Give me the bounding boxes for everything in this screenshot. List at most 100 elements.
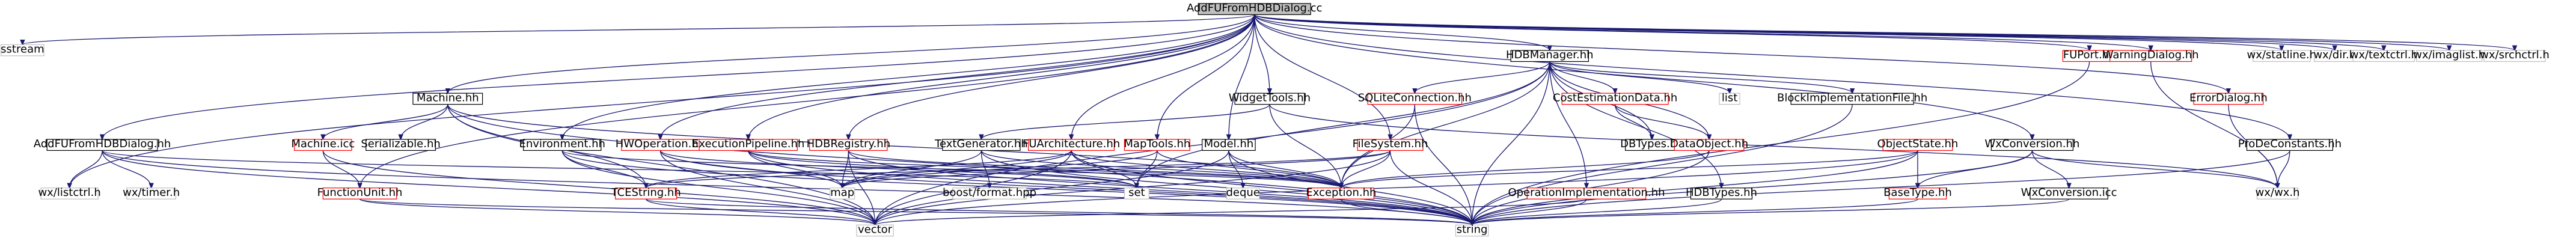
node-label-errordlg_hh: ErrorDialog.hh (2189, 91, 2268, 104)
edge-hwop_hh-to-vector (659, 150, 875, 225)
node-sqlite_hh[interactable]: SQLiteConnection.hh (1358, 91, 1472, 105)
node-costest_hh[interactable]: CostEstimationData.hh (1553, 91, 1677, 105)
node-hwop_hh[interactable]: HWOperation.hh (616, 138, 705, 151)
node-errordlg_hh[interactable]: ErrorDialog.hh (2189, 91, 2268, 105)
edge-hdbmanager_hh-to-costest_hh (1549, 61, 1615, 93)
edge-root-to-functionunit_hh (360, 14, 1255, 188)
node-hdbreg_hh[interactable]: HDBRegistry.hh (807, 138, 890, 151)
node-label-wxdir: wx/dir.h (2313, 49, 2356, 61)
node-fuarch_hh[interactable]: FUArchitecture.hh (1023, 138, 1120, 151)
node-dataobject_hh[interactable]: DataObject.hh (1670, 138, 1748, 151)
node-wxtimer[interactable]: wx/timer.h (123, 186, 180, 200)
node-filesystem_hh[interactable]: FileSystem.hh (1353, 138, 1428, 151)
node-map[interactable]: map (830, 186, 855, 200)
node-textgen_hh[interactable]: TextGenerator.hh (934, 138, 1028, 151)
node-label-warningdlg_hh: WarningDialog.hh (2103, 49, 2199, 61)
node-deque[interactable]: deque (1226, 186, 1260, 200)
node-wximaglist[interactable]: wx/imaglist.h (2413, 49, 2485, 63)
edge-hdbreg_hh-to-vector (848, 150, 875, 225)
node-objectstate_hh[interactable]: ObjectState.hh (1877, 138, 1959, 151)
node-widgettools_hh[interactable]: WidgetTools.hh (1229, 91, 1311, 105)
node-prodeconst_hh[interactable]: ProDeConstants.hh (2238, 138, 2342, 151)
node-boostformat[interactable]: boost/format.hpp (943, 186, 1036, 200)
edge-sqlite_hh-to-string (1414, 104, 1472, 225)
edge-environment_hh-to-exception_hh (561, 150, 1341, 188)
node-box-widgettools_hh (1234, 93, 1305, 105)
edge-textgen_hh-to-map (842, 150, 982, 188)
node-hdbtypes_hh[interactable]: HDBTypes.hh (1686, 186, 1757, 200)
node-box-sstream (1, 44, 44, 56)
node-wxlistctrl[interactable]: wx/listctrl.h (38, 186, 101, 200)
node-exception_hh[interactable]: Exception.hh (1306, 186, 1376, 200)
node-vector[interactable]: vector (856, 224, 894, 237)
node-label-list: list (1722, 91, 1737, 104)
edge-tcestring_hh-to-string (646, 198, 1472, 225)
node-box-root (1198, 3, 1311, 15)
edge-fuarch_hh-to-tcestring_hh (646, 150, 1072, 188)
node-label-serializable_hh: Serializable.hh (361, 138, 440, 150)
node-hdbmanager_hh[interactable]: HDBManager.hh (1506, 49, 1594, 63)
node-label-hdbtypes_hh: HDBTypes.hh (1686, 186, 1757, 199)
node-warningdlg_hh[interactable]: WarningDialog.hh (2103, 49, 2199, 63)
node-wxconv_icc[interactable]: WxConversion.icc (2021, 186, 2117, 200)
node-box-map (830, 188, 855, 200)
node-wxwx[interactable]: wx/wx.h (2256, 186, 2300, 200)
edge-prodeconst_hh-to-string (1472, 150, 2290, 225)
node-box-wxtimer (126, 188, 177, 200)
node-model_hh[interactable]: Model.hh (1202, 138, 1256, 151)
node-machine_hh[interactable]: Machine.hh (412, 91, 483, 105)
node-string[interactable]: string (1455, 224, 1489, 237)
node-tcestring_hh[interactable]: TCEString.hh (611, 186, 681, 200)
edge-machine_hh-to-exception_hh (447, 104, 1341, 188)
edge-root-to-maptools_hh (1157, 14, 1255, 139)
edge-addfudlg_hh-to-string (102, 150, 1472, 225)
edge-root-to-sstream (22, 14, 1255, 44)
node-label-addfudlg_hh: AddFUFromHDBDialog.hh (34, 138, 171, 150)
node-root[interactable]: AddFUFromHDBDialog.cc (1187, 2, 1323, 15)
node-box-wxwx (2256, 188, 2299, 200)
node-label-vector: vector (858, 224, 893, 236)
node-label-wxlistctrl: wx/listctrl.h (38, 186, 100, 199)
node-wxtextctrl[interactable]: wx/textctrl.h (2350, 49, 2418, 63)
node-addfudlg_hh[interactable]: AddFUFromHDBDialog.hh (34, 138, 171, 151)
node-label-sqlite_hh: SQLiteConnection.hh (1358, 91, 1472, 104)
node-basetype_hh[interactable]: BaseType.hh (1883, 186, 1952, 200)
edge-root-to-hdbreg_hh (848, 14, 1255, 139)
node-label-wxtimer: wx/timer.h (123, 186, 180, 199)
node-list[interactable]: list (1719, 91, 1740, 105)
edge-hdbreg_hh-to-string (848, 150, 1472, 225)
node-opimpl_hh[interactable]: OperationImplementation.hh (1508, 186, 1665, 200)
node-box-wxconv_icc (2030, 188, 2108, 200)
edge-root-to-wxstatline (1254, 14, 2282, 50)
node-machine_icc[interactable]: Machine.icc (291, 138, 355, 151)
node-box-deque (1226, 188, 1260, 200)
edge-root-to-wxdir (1254, 14, 2335, 50)
node-environment_hh[interactable]: Environment.hh (519, 138, 605, 151)
node-set[interactable]: set (1124, 186, 1149, 200)
node-label-basetype_hh: BaseType.hh (1883, 186, 1952, 199)
node-execpipe_hh[interactable]: ExecutionPipeline.hh (692, 138, 804, 151)
node-box-wxconv_hh (1990, 139, 2074, 151)
edge-root-to-errordlg_hh (1254, 14, 2229, 93)
edge-widgettools_hh-to-wxwx (1269, 104, 2278, 188)
node-maptools_hh[interactable]: MapTools.hh (1124, 138, 1190, 151)
node-label-widgettools_hh: WidgetTools.hh (1229, 91, 1311, 104)
node-dbtypes_hh[interactable]: DBTypes.hh (1620, 138, 1684, 151)
edge-hdbmanager_hh-to-list (1549, 61, 1730, 93)
node-box-machine_icc (294, 139, 352, 151)
node-blockimpl_hh[interactable]: BlockImplementationFile.hh (1777, 91, 1927, 105)
edge-filesystem_hh-to-tcestring_hh (646, 150, 1391, 188)
node-serializable_hh[interactable]: Serializable.hh (361, 138, 441, 151)
node-label-exception_hh: Exception.hh (1306, 186, 1376, 199)
node-wxstatline[interactable]: wx/statline.h (2247, 49, 2316, 63)
node-box-serializable_hh (366, 139, 436, 151)
node-functionunit_hh[interactable]: FunctionUnit.hh (317, 186, 403, 200)
node-label-wxconv_icc: WxConversion.icc (2021, 186, 2117, 199)
node-box-wxsrchctrl (2483, 50, 2546, 63)
edge-hdbmanager_hh-to-sqlite_hh (1415, 61, 1550, 93)
edge-filesystem_hh-to-exception_hh (1341, 150, 1391, 188)
edge-root-to-prodeconst_hh (1254, 14, 2290, 139)
node-wxconv_hh[interactable]: WxConversion.hh (1984, 138, 2079, 151)
node-sstream[interactable]: sstream (1, 43, 44, 56)
node-wxsrchctrl[interactable]: wx/srchctrl.h (2480, 49, 2550, 63)
